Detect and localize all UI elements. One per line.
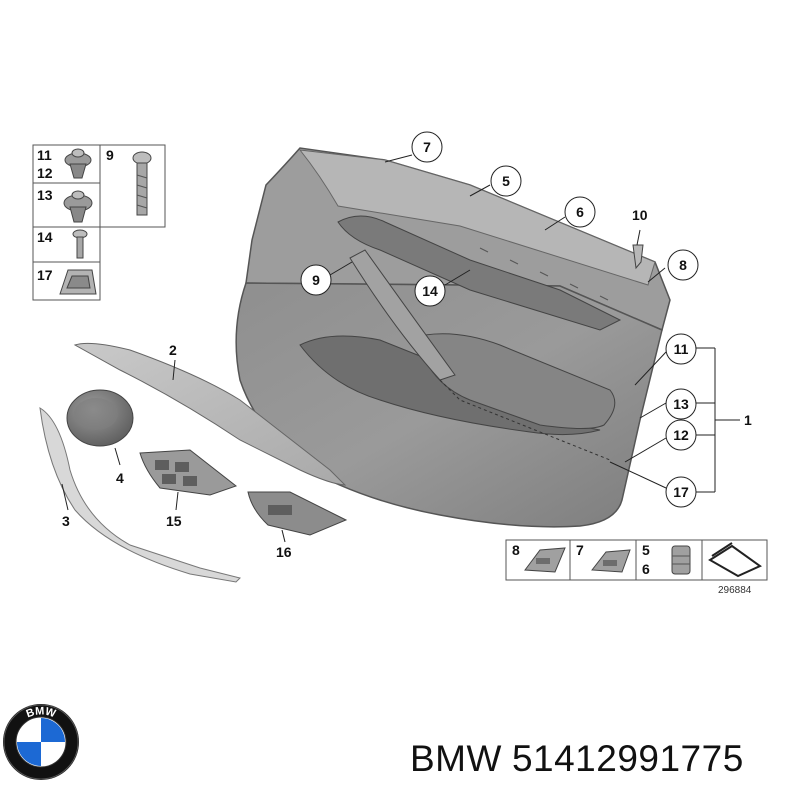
fastener-label-12: 12 [37, 165, 53, 181]
label-15: 15 [166, 513, 182, 529]
fastener-label-11: 11 [37, 147, 52, 163]
callout-5: 5 [490, 165, 522, 197]
bmw-logo-text: BMW [25, 705, 58, 720]
callout-6-label: 6 [576, 204, 584, 220]
clip-11-12-icon [64, 148, 92, 179]
diagram-number: 296884 [718, 585, 752, 596]
callout-9-label: 9 [312, 272, 320, 288]
svg-text:BMW: BMW [25, 705, 58, 720]
caption-part-number: 51412991775 [511, 738, 744, 779]
callout-13-label: 13 [673, 396, 689, 412]
clips-box: 8 7 5 6 296884 [505, 539, 768, 596]
caption-brand: BMW [410, 738, 502, 779]
label-16: 16 [276, 544, 292, 560]
callout-11: 11 [665, 333, 697, 365]
callout-11-label: 11 [674, 341, 689, 357]
clips-label-7: 7 [576, 542, 584, 558]
clips-label-5: 5 [642, 542, 650, 558]
callout-13: 13 [665, 388, 697, 420]
fastener-label-13: 13 [37, 187, 53, 203]
callout-14: 14 [414, 275, 446, 307]
clip-17-icon [59, 269, 97, 295]
callout-17: 17 [665, 476, 697, 508]
window-switch-panel-15 [139, 449, 238, 496]
clip-10-icon [632, 244, 644, 270]
callout-12-label: 12 [673, 427, 689, 443]
decorative-trim-3 [39, 407, 241, 583]
clip-8-icon [524, 547, 566, 573]
callout-7-label: 7 [423, 139, 431, 155]
callout-12: 12 [665, 419, 697, 451]
label-2: 2 [169, 342, 177, 358]
callout-9: 9 [300, 264, 332, 296]
surface-symbol-icon [708, 542, 762, 578]
callout-6: 6 [564, 196, 596, 228]
callout-14-label: 14 [422, 283, 438, 299]
label-4: 4 [116, 470, 124, 486]
door-trim-panel [235, 147, 671, 528]
speaker-cover-4 [66, 389, 134, 447]
screw-9-icon [132, 151, 152, 216]
screw-14-icon [72, 229, 88, 259]
callout-5-label: 5 [502, 173, 510, 189]
clips-label-8: 8 [512, 542, 520, 558]
label-10: 10 [632, 207, 648, 223]
callout-8-label: 8 [679, 257, 687, 273]
bmw-logo-icon: BMW [3, 704, 79, 780]
label-1: 1 [744, 412, 752, 428]
callout-8: 8 [667, 249, 699, 281]
callout-17-label: 17 [673, 484, 689, 500]
fasteners-box: 11 12 9 13 14 17 [32, 144, 166, 301]
switch-cover-16 [247, 491, 348, 536]
label-3: 3 [62, 513, 70, 529]
fastener-label-14: 14 [37, 229, 53, 245]
clip-13-icon [63, 190, 93, 223]
clip-5-6-icon [671, 545, 691, 575]
clip-7-icon [591, 549, 631, 573]
fastener-label-17: 17 [37, 267, 53, 283]
decorative-trim-2 [73, 342, 347, 486]
callout-7: 7 [411, 131, 443, 163]
fastener-label-9: 9 [106, 147, 114, 163]
clips-label-6: 6 [642, 561, 650, 577]
